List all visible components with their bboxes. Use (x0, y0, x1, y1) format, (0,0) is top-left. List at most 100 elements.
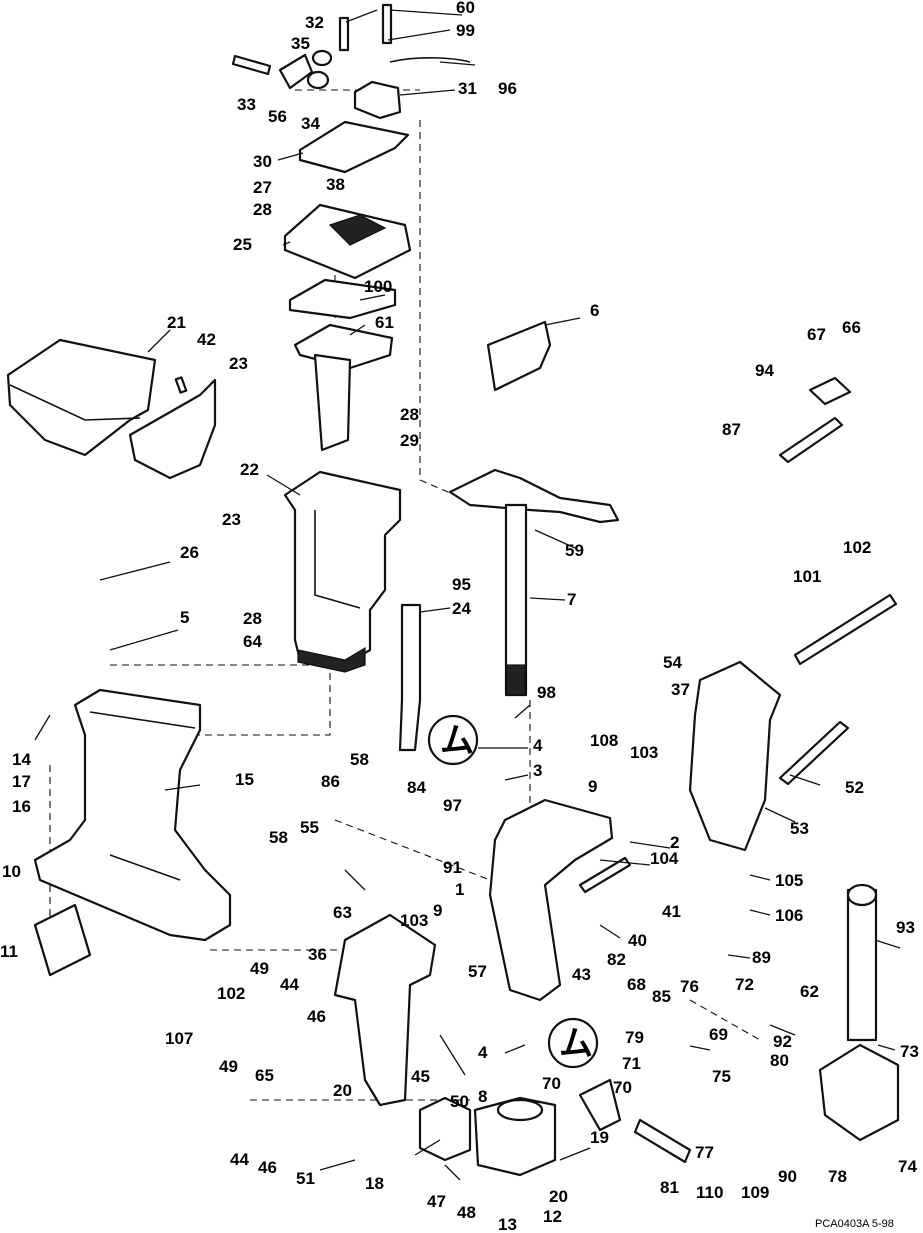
callout-54: 54 (663, 653, 682, 672)
callout-101: 101 (793, 567, 821, 586)
callout-87: 87 (722, 420, 741, 439)
callout-17: 17 (12, 772, 31, 791)
callout-64: 64 (243, 632, 262, 651)
callout-58-top: 58 (350, 750, 369, 769)
callout-38: 38 (326, 175, 345, 194)
callout-24: 24 (452, 599, 471, 618)
callout-72: 72 (735, 975, 754, 994)
callout-4-lower: 4 (478, 1043, 488, 1062)
lubricant-symbol-glyph: ム (440, 722, 474, 760)
callout-98: 98 (537, 683, 556, 702)
callout-73: 73 (900, 1042, 919, 1061)
callout-9-lower: 9 (433, 901, 442, 920)
callout-45: 45 (411, 1067, 430, 1086)
callout-47: 47 (427, 1192, 446, 1211)
callout-60: 60 (456, 0, 475, 17)
callout-66: 66 (842, 318, 861, 337)
callout-32: 32 (305, 13, 324, 32)
callout-78: 78 (828, 1167, 847, 1186)
callout-57: 57 (468, 962, 487, 981)
callout-18: 18 (365, 1174, 384, 1193)
tilt-cylinder (818, 883, 900, 1142)
callout-105: 105 (775, 871, 803, 890)
callout-97: 97 (443, 796, 462, 815)
callout-21: 21 (167, 313, 186, 332)
lubricant-symbol-upper: ム (427, 714, 479, 766)
callout-4-upper: 4 (533, 736, 543, 755)
callout-103-lower: 103 (400, 911, 428, 930)
callout-90: 90 (778, 1167, 797, 1186)
callout-28-top: 28 (253, 200, 272, 219)
callout-28-mid: 28 (400, 405, 419, 424)
callout-9-upper: 9 (588, 777, 597, 796)
upper-mount-plates (174, 120, 412, 452)
callout-106: 106 (775, 906, 803, 925)
callout-61: 61 (375, 313, 394, 332)
callout-30: 30 (253, 152, 272, 171)
callout-14: 14 (12, 750, 31, 769)
misc-shafts (578, 376, 898, 1164)
callout-77: 77 (695, 1143, 714, 1162)
callout-102-right: 102 (843, 538, 871, 557)
callout-55: 55 (300, 818, 319, 837)
callout-70-left: 70 (542, 1074, 561, 1093)
callout-95: 95 (452, 575, 471, 594)
callout-34: 34 (301, 114, 320, 133)
callout-26: 26 (180, 543, 199, 562)
callout-28-low: 28 (243, 609, 262, 628)
callout-49-lower: 49 (219, 1057, 238, 1076)
callout-36: 36 (308, 945, 327, 964)
callout-27: 27 (253, 178, 272, 197)
callout-23-low: 23 (222, 510, 241, 529)
callout-48: 48 (457, 1203, 476, 1222)
callout-5: 5 (180, 608, 189, 627)
callout-8: 8 (478, 1087, 487, 1106)
callout-25: 25 (233, 235, 252, 254)
callout-86: 86 (321, 772, 340, 791)
callout-22: 22 (240, 460, 259, 479)
callout-103-upper: 103 (630, 743, 658, 762)
callout-31: 31 (458, 79, 477, 98)
callout-29: 29 (400, 431, 419, 450)
callout-3: 3 (533, 761, 542, 780)
callout-63: 63 (333, 903, 352, 922)
callout-49-upper: 49 (250, 959, 269, 978)
leader-lines (34, 9, 901, 1181)
callout-44-upper: 44 (280, 975, 299, 994)
callout-102-left: 102 (217, 984, 245, 1003)
callout-52: 52 (845, 778, 864, 797)
callout-46-lower: 46 (258, 1158, 277, 1177)
callout-89: 89 (752, 948, 771, 967)
callout-99: 99 (456, 21, 475, 40)
callout-59: 59 (565, 541, 584, 560)
callout-19: 19 (590, 1128, 609, 1147)
callout-75: 75 (712, 1067, 731, 1086)
callout-107: 107 (165, 1029, 193, 1048)
callout-12: 12 (543, 1207, 562, 1226)
callout-104: 104 (650, 849, 679, 868)
lubricant-symbol-glyph: ム (559, 1025, 593, 1063)
callout-109: 109 (741, 1183, 769, 1202)
callout-71: 71 (622, 1054, 641, 1073)
callout-94: 94 (755, 361, 774, 380)
callout-1: 1 (455, 880, 464, 899)
callout-79: 79 (625, 1028, 644, 1047)
callout-108: 108 (590, 731, 618, 750)
exhaust-housing (33, 688, 232, 977)
callout-46-upper: 46 (307, 1007, 326, 1026)
callout-80: 80 (770, 1051, 789, 1070)
callout-37: 37 (671, 680, 690, 699)
callout-96: 96 (498, 79, 517, 98)
callout-20-upper: 20 (333, 1081, 352, 1100)
callout-82: 82 (607, 950, 626, 969)
callout-6: 6 (590, 301, 599, 320)
drive-shaft-housing (283, 470, 402, 673)
callout-13: 13 (498, 1215, 517, 1233)
callout-65: 65 (255, 1066, 274, 1085)
callout-43: 43 (572, 965, 591, 984)
callout-42: 42 (197, 330, 216, 349)
callout-20-lower: 20 (549, 1187, 568, 1206)
callout-44-lower: 44 (230, 1150, 249, 1169)
callout-58-low: 58 (269, 828, 288, 847)
